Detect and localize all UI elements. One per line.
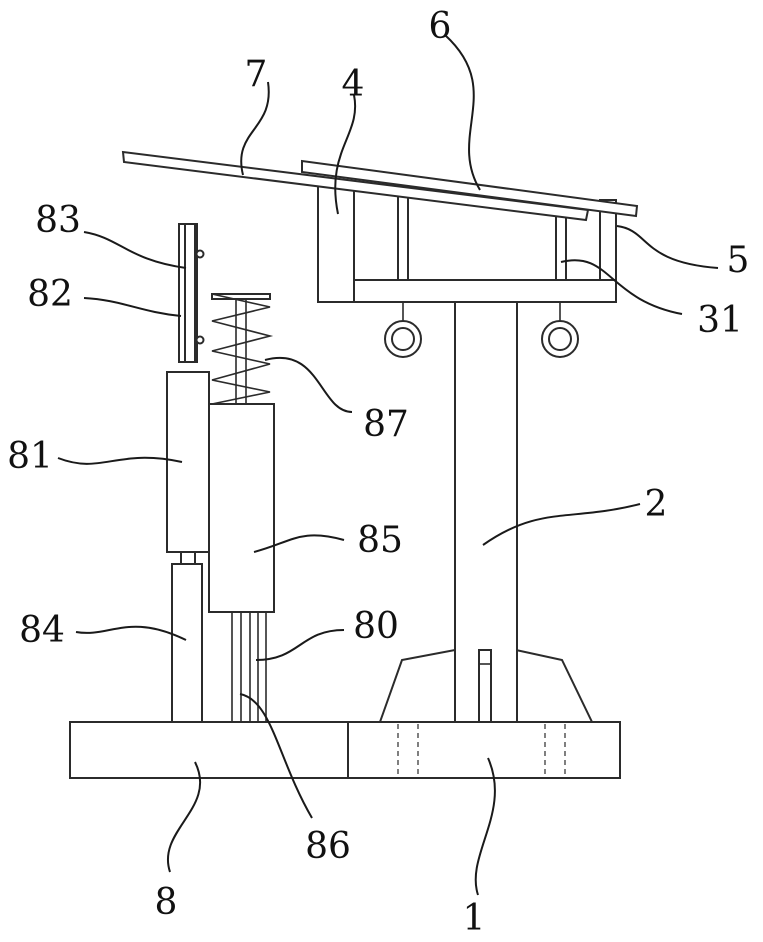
column-slot	[479, 650, 491, 722]
label-87: 87	[363, 404, 409, 445]
bracket	[185, 224, 195, 362]
label-31: 31	[697, 300, 743, 341]
label-7: 7	[245, 54, 268, 95]
leader-87	[265, 358, 352, 412]
leader-80	[256, 630, 344, 660]
label-86: 86	[305, 826, 351, 867]
label-84: 84	[19, 610, 65, 651]
guide-rods	[232, 612, 266, 722]
leader-84	[76, 627, 186, 640]
post	[172, 564, 202, 722]
reference-numerals: 7 4 6 5 31 83 82 87 81 85 2 84 80 86 8 1	[7, 6, 749, 939]
main-base	[348, 722, 620, 778]
pin-top	[197, 251, 204, 258]
auxiliary-base	[70, 722, 350, 778]
label-8: 8	[155, 882, 178, 923]
leader-83	[84, 232, 186, 268]
leader-5	[617, 226, 718, 268]
sleeve	[167, 372, 209, 552]
leader-6	[445, 35, 480, 190]
leader-7	[241, 82, 269, 175]
label-82: 82	[27, 274, 73, 315]
panel-lower	[123, 152, 588, 220]
label-81: 81	[7, 436, 53, 477]
label-2: 2	[645, 484, 668, 525]
label-1: 1	[463, 898, 486, 939]
leader-81	[58, 458, 182, 464]
pin-bottom	[197, 337, 204, 344]
leader-82	[84, 298, 181, 316]
label-5: 5	[727, 240, 750, 281]
label-80: 80	[353, 606, 399, 647]
block	[209, 404, 274, 612]
label-85: 85	[357, 520, 403, 561]
label-83: 83	[35, 200, 81, 241]
spring	[212, 294, 270, 404]
label-4: 4	[342, 64, 365, 105]
sleeve-neck	[181, 552, 195, 564]
label-6: 6	[429, 6, 452, 47]
